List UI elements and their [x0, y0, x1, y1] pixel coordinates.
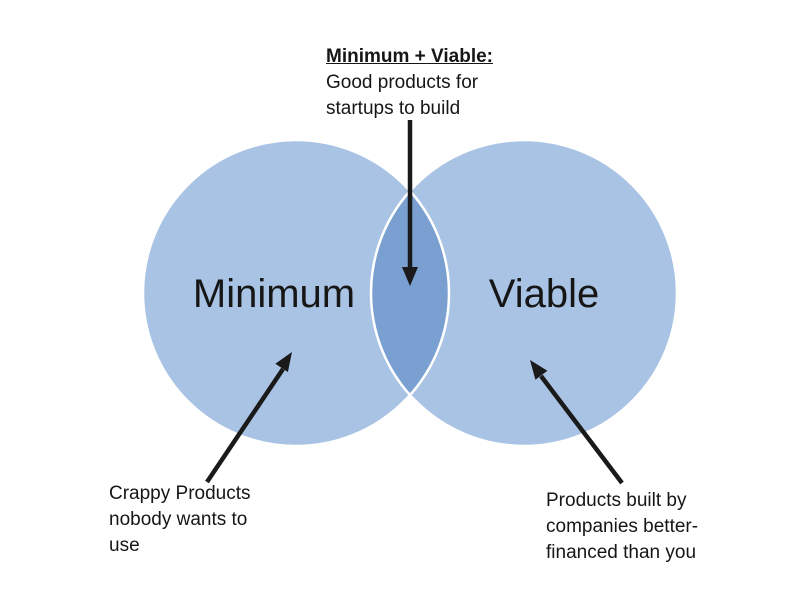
top-annotation: Minimum + Viable: Good products for star… [326, 44, 493, 122]
bottom-right-annotation-line-2: companies better- [546, 516, 699, 537]
bottom-left-annotation-line-3: use [109, 535, 140, 556]
viable-label: Viable [489, 272, 599, 316]
bottom-right-annotation-line-1: Products built by [546, 490, 687, 511]
viable-circle [371, 140, 677, 446]
minimum-arrowhead-icon [275, 352, 292, 372]
minimum-label: Minimum [193, 272, 355, 316]
viable-arrow [530, 360, 624, 485]
top-annotation-title: Minimum + Viable: [326, 46, 493, 67]
bottom-left-annotation: Crappy Products nobody wants to use [109, 481, 251, 559]
top-annotation-line-2: startups to build [326, 98, 461, 119]
bottom-left-annotation-line-1: Crappy Products [109, 483, 251, 504]
overlap-arrowhead-icon [402, 267, 418, 286]
viable-arrowhead-icon [530, 360, 548, 380]
minimum-circle-outline [141, 138, 451, 448]
minimum-arrow-shaft [205, 367, 285, 484]
overlap-region [371, 191, 449, 395]
minimum-arrow [205, 352, 292, 484]
top-annotation-line-1: Good products for [326, 72, 479, 93]
bottom-left-annotation-line-2: nobody wants to [109, 509, 248, 530]
bottom-right-annotation: Products built by companies better- fina… [546, 488, 698, 566]
minimum-circle [143, 140, 449, 446]
viable-arrow-shaft [539, 374, 624, 485]
overlap-arrow [402, 120, 418, 286]
viable-circle-outline [369, 138, 679, 448]
bottom-right-annotation-line-3: financed than you [546, 542, 697, 563]
